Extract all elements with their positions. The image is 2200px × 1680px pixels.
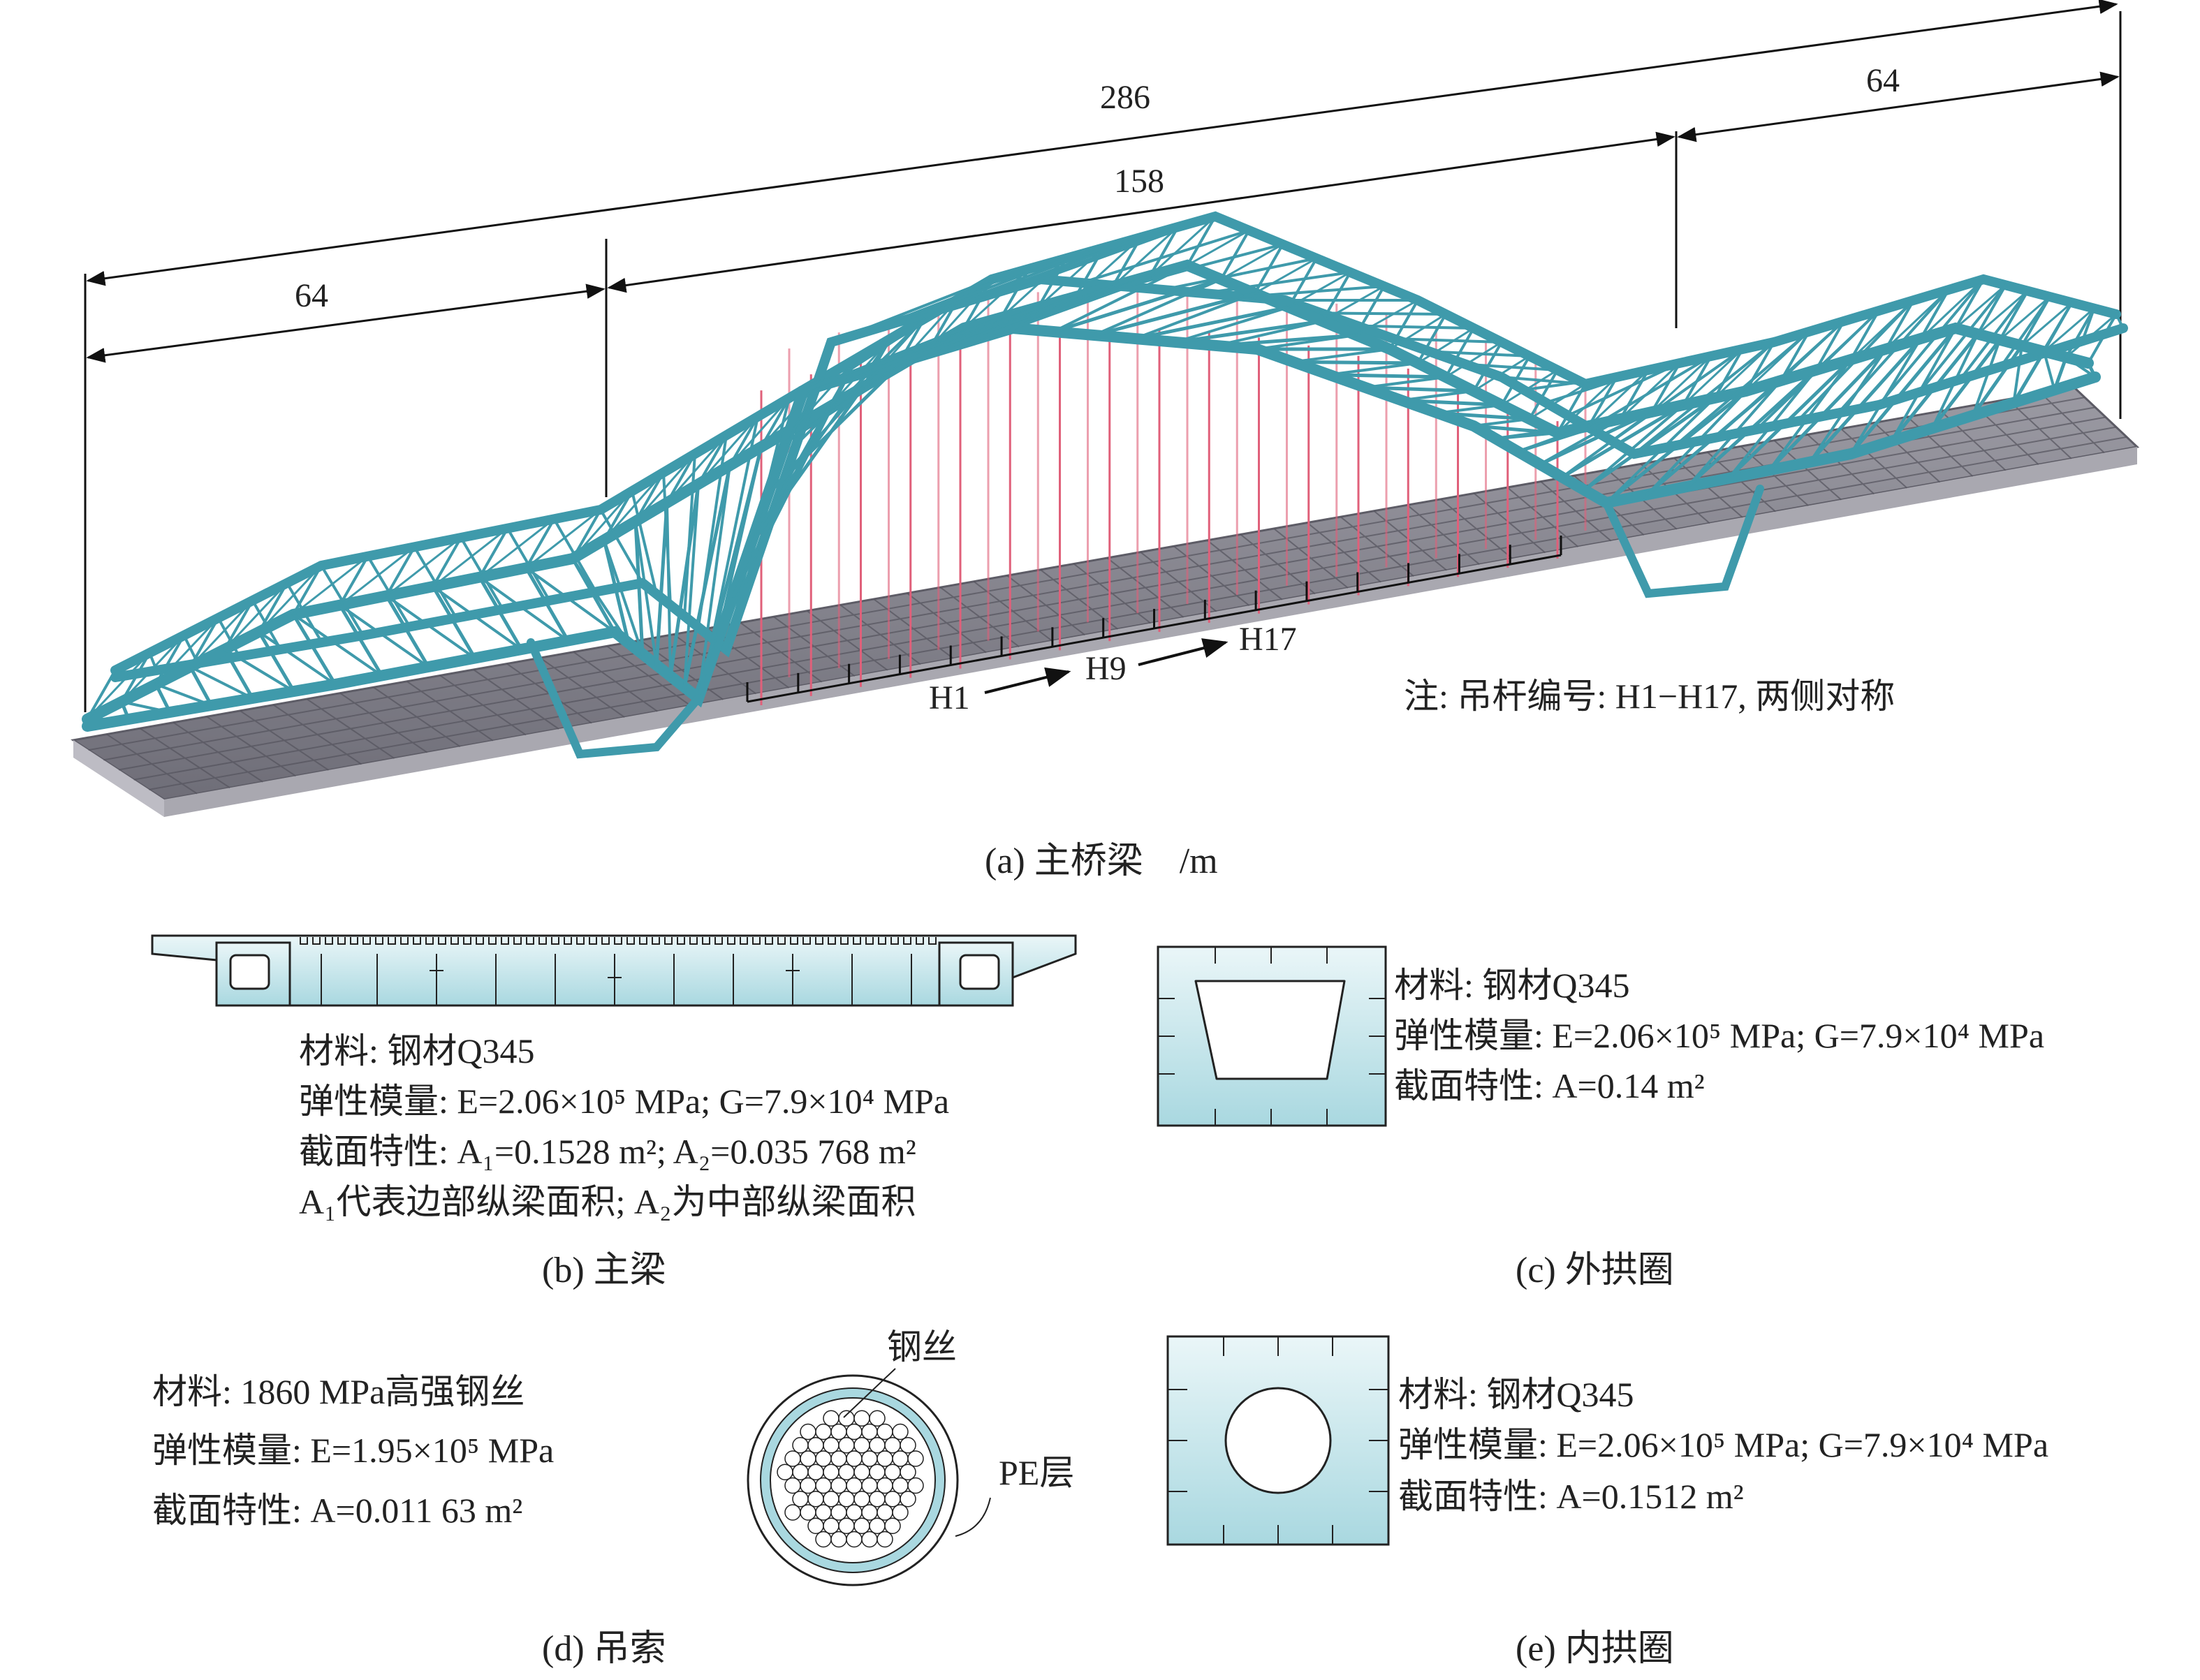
inner-arch-section: [1166, 1335, 1390, 1546]
girder-section: 截面特性: A₁=0.1528 m²; A₂=0.035 768 m²: [299, 1132, 916, 1171]
pe-layer-label: PE层: [999, 1453, 1075, 1492]
caption-e: (e) 内拱圈: [1516, 1629, 1674, 1669]
cable-section: [747, 1368, 991, 1586]
arch-truss: [82, 211, 2128, 759]
main-girder-section: [151, 934, 1077, 1007]
dim-left-64: 64: [295, 277, 328, 314]
outer-arch-section-props: 截面特性: A=0.14 m²: [1394, 1066, 1705, 1105]
cable-section-props: 截面特性: A=0.011 63 m²: [152, 1491, 523, 1530]
dim-main-158: 158: [1114, 163, 1164, 200]
inner-arch-hole: [1224, 1387, 1332, 1494]
cable-modulus: 弹性模量: E=1.95×10⁵ MPa: [152, 1431, 555, 1470]
hanger-label-h1: H1: [929, 679, 970, 716]
caption-b: (b) 主梁: [542, 1251, 666, 1290]
dim-right-64: 64: [1866, 62, 1900, 99]
caption-d: (d) 吊索: [542, 1629, 666, 1669]
girder-material: 材料: 钢材Q345: [299, 1031, 535, 1070]
bridge-deck-edge: [73, 740, 164, 817]
caption-c: (c) 外拱圈: [1516, 1251, 1674, 1290]
bridge-view: [71, 0, 2140, 1586]
outer-arch-section: [1157, 945, 1387, 1127]
inner-arch-modulus: 弹性模量: E=2.06×10⁵ MPa; G=7.9×10⁴ MPa: [1398, 1425, 2049, 1464]
hanger-note: 注: 吊杆编号: H1−H17, 两侧对称: [1404, 677, 1895, 716]
girder-box-right: [959, 954, 1000, 990]
girder-note: A₁代表边部纵梁面积; A₂为中部纵梁面积: [299, 1182, 916, 1221]
outer-arch-material: 材料: 钢材Q345: [1394, 966, 1630, 1005]
wire-label: 钢丝: [887, 1327, 957, 1366]
dimension-lines: [86, 0, 2120, 363]
cable-material: 材料: 1860 MPa高强钢丝: [152, 1372, 525, 1411]
hanger-label-h9: H9: [1085, 650, 1127, 687]
hanger-arrows: [984, 638, 1229, 694]
outer-arch-hole: [1194, 980, 1346, 1080]
hanger-scale: [746, 536, 1562, 703]
caption-a: (a) 主桥梁 /m: [985, 841, 1218, 881]
inner-arch-material: 材料: 钢材Q345: [1398, 1375, 1634, 1414]
girder-modulus: 弹性模量: E=2.06×10⁵ MPa; G=7.9×10⁴ MPa: [299, 1082, 950, 1121]
hanger-label-h17: H17: [1239, 621, 1297, 658]
outer-arch-modulus: 弹性模量: E=2.06×10⁵ MPa; G=7.9×10⁴ MPa: [1394, 1016, 2045, 1055]
inner-arch-section-props: 截面特性: A=0.1512 m²: [1398, 1477, 1744, 1516]
girder-box-left: [229, 954, 270, 990]
hanger-cables: [760, 286, 1587, 705]
dim-total-286: 286: [1100, 79, 1150, 116]
